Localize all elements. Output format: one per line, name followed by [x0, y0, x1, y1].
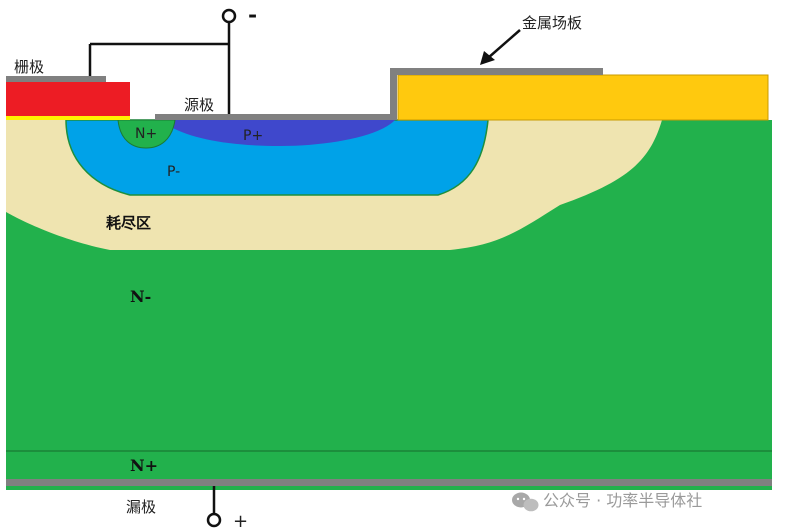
top-terminal-node [221, 8, 237, 24]
p-minus-label: P- [167, 164, 180, 180]
depletion-label: 耗尽区 [106, 214, 151, 232]
p-plus-label: P+ [243, 128, 263, 144]
drain-label: 漏极 [126, 498, 156, 516]
n-plus-source-label: N+ [135, 126, 157, 142]
gate-oxide [6, 116, 130, 120]
source-metal [155, 114, 395, 120]
watermark: 公众号 · 功率半导体社 [512, 491, 702, 512]
terminal-plus-label: + [233, 511, 248, 532]
n-minus-label: N- [130, 287, 151, 306]
terminal-minus-label: - [248, 2, 257, 28]
n-plus-drain-label: N+ [130, 456, 158, 475]
watermark-text: 公众号 · 功率半导体社 [543, 491, 702, 510]
n-plus-source-region [117, 119, 176, 149]
field-plate-metal [390, 68, 603, 120]
p-minus-region [65, 119, 489, 196]
drain-metal [6, 479, 772, 486]
field-plate-block [397, 74, 769, 121]
top-terminal-wiring [88, 22, 231, 114]
source-label: 源极 [184, 96, 214, 114]
p-plus-region [160, 120, 395, 146]
wechat-icon [512, 492, 539, 512]
gate-label: 栅极 [14, 58, 44, 76]
field-plate-label: 金属场板 [522, 14, 582, 32]
field-plate-arrow [480, 29, 521, 65]
gate-metal [6, 76, 106, 82]
bottom-terminal-node [206, 512, 222, 528]
gate-electrode [6, 82, 130, 116]
